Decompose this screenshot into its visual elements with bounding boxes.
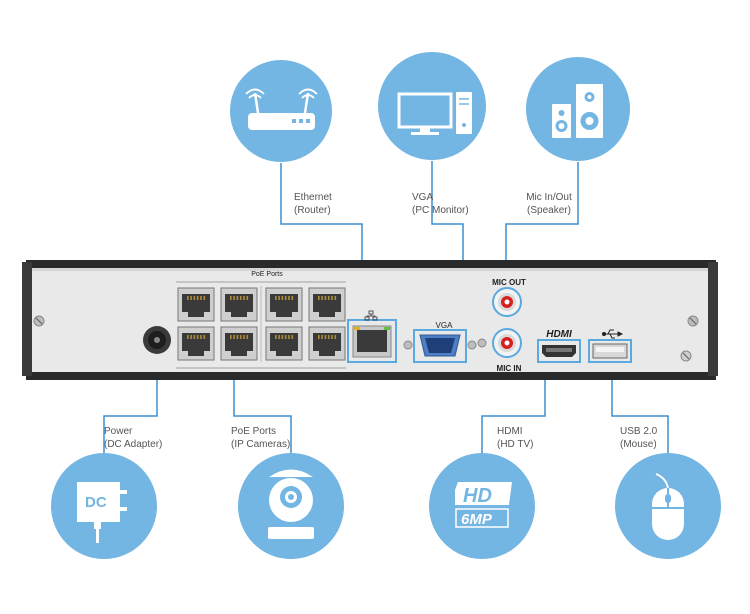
usb-label: USB 2.0 (Mouse)	[620, 425, 657, 451]
poe-label-line1: PoE Ports	[231, 426, 277, 437]
dc-power-jack	[143, 326, 171, 354]
hdmi-label-line1: HDMI	[497, 426, 523, 437]
poe-port-2	[220, 287, 258, 322]
usb-leader	[611, 360, 669, 453]
poe-label: PoE Ports (IP Cameras)	[231, 425, 290, 451]
poe-label-line2: (IP Cameras)	[231, 439, 291, 450]
ethernet-label-line1: Ethernet	[294, 192, 332, 203]
dc-icon-text: DC	[85, 494, 107, 511]
monitor-circle	[378, 52, 486, 160]
ethernet-label-line2: (Router)	[294, 205, 331, 216]
usb-symbol-icon	[602, 329, 624, 339]
hdmi-label: HDMI (HD TV)	[497, 425, 533, 451]
ip-camera-circle	[238, 453, 344, 559]
mic-label: Mic In/Out (Speaker)	[516, 191, 582, 217]
vga-label: VGA (PC Monitor)	[412, 191, 469, 217]
6mp-icon-text: 6MP	[461, 511, 493, 528]
router-circle	[230, 60, 332, 162]
poe-port-5	[177, 326, 215, 361]
hdmi-port	[537, 339, 581, 363]
mic-in-label: MIC IN	[497, 364, 522, 373]
poe-port-1	[177, 287, 215, 322]
power-label-line2: (DC Adapter)	[104, 439, 163, 450]
dc-adapter-circle: DC	[51, 453, 157, 559]
mic-in-jack	[492, 328, 522, 358]
speaker-circle	[526, 57, 630, 161]
hdmi-logo: HDMI	[546, 329, 572, 340]
power-label: Power (DC Adapter)	[104, 425, 162, 451]
mic-label-line1: Mic In/Out	[526, 192, 572, 203]
poe-port-4	[308, 287, 346, 322]
speaker-icon	[552, 84, 603, 138]
poe-leader	[233, 366, 292, 453]
router-icon	[245, 88, 318, 130]
mouse-icon	[652, 473, 684, 540]
vga-label-line1: VGA	[412, 192, 434, 203]
lan-symbol-icon	[364, 310, 378, 321]
poe-port-block	[177, 286, 346, 362]
usb-port	[588, 339, 632, 363]
screw-right	[687, 315, 699, 327]
ground-screw	[680, 350, 692, 362]
leader-lines	[103, 161, 669, 453]
monitor-icon	[397, 92, 472, 135]
mic-label-line2: (Speaker)	[527, 205, 571, 216]
hd-6mp-icon: HD 6MP	[455, 482, 512, 528]
poe-port-7	[265, 326, 303, 361]
hd-icon-text: HD	[463, 485, 492, 507]
nvr-device: PoE Ports VGA	[22, 260, 718, 380]
poe-ports-title: PoE Ports	[251, 271, 283, 278]
vga-label-line2: (PC Monitor)	[412, 205, 469, 216]
poe-port-8	[308, 326, 346, 361]
dc-adapter-icon: DC	[77, 482, 127, 543]
poe-port-6	[220, 326, 258, 361]
hdmi-label-line2: (HD TV)	[497, 439, 534, 450]
ethernet-label: Ethernet (Router)	[294, 191, 332, 217]
vga-port-label: VGA	[436, 321, 454, 330]
hd-tv-circle: HD 6MP	[429, 453, 535, 559]
usb-label-line2: (Mouse)	[620, 439, 657, 450]
mic-out-jack	[492, 287, 522, 317]
hdmi-leader	[481, 362, 546, 453]
usb-label-line1: USB 2.0	[620, 426, 658, 437]
power-leader	[103, 356, 158, 453]
mic-out-label: MIC OUT	[492, 278, 526, 287]
poe-port-3	[265, 287, 303, 322]
ip-camera-icon	[268, 469, 314, 539]
screw-left	[33, 315, 45, 327]
vga-port	[403, 329, 477, 363]
ethernet-port	[347, 310, 397, 363]
power-label-line1: Power	[104, 426, 133, 437]
mouse-circle	[615, 453, 721, 559]
mic-leader	[505, 162, 579, 288]
